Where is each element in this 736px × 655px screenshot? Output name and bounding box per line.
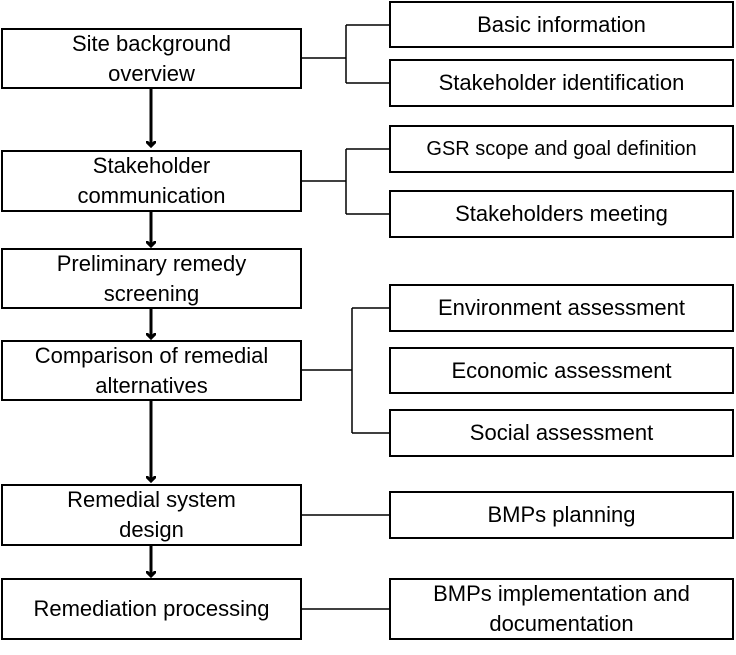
step-stakeholder-communication: Stakeholder communication [1,150,302,212]
detail-stakeholder-identification: Stakeholder identification [389,59,734,107]
detail-basic-information: Basic information [389,1,734,48]
bracket-step-4 [301,307,390,434]
detail-stakeholders-meeting: Stakeholders meeting [389,190,734,238]
detail-gsr-scope-and-goal-definition: GSR scope and goal definition [389,125,734,173]
step-preliminary-remedy-screening: Preliminary remedy screening [1,248,302,309]
detail-bmps-planning: BMPs planning [389,491,734,539]
bracket-step-2 [301,148,390,215]
step-comparison-of-remedial-alternatives: Comparison of remedial alternatives [1,340,302,401]
detail-environment-assessment: Environment assessment [389,284,734,332]
detail-bmps-implementation-and-documentation: BMPs implementation and documentation [389,578,734,640]
detail-social-assessment: Social assessment [389,409,734,457]
step-remediation-processing: Remediation processing [1,578,302,640]
detail-economic-assessment: Economic assessment [389,347,734,394]
bracket-step-1 [301,24,390,84]
step-site-background-overview: Site background overview [1,28,302,89]
step-remedial-system-design: Remedial system design [1,484,302,546]
